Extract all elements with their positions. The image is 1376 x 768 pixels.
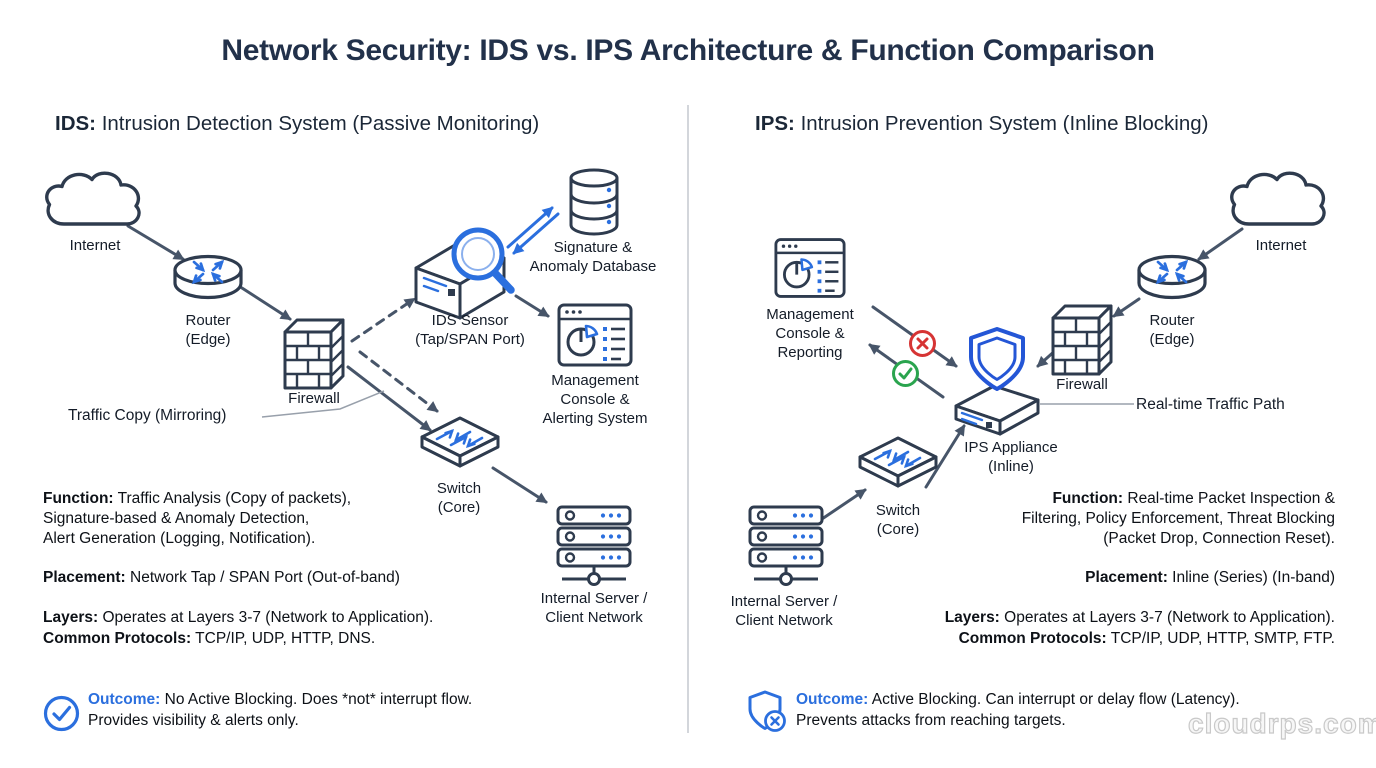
ips-heading: IPS: Intrusion Prevention System (Inline…	[755, 112, 1208, 136]
ips-firewall-icon	[1051, 302, 1113, 378]
ids-server-icon	[556, 505, 632, 589]
ids-heading-text: Intrusion Detection System (Passive Moni…	[96, 112, 540, 135]
ids-switch-label: Switch(Core)	[436, 480, 482, 516]
ids-sensor-label: IDS Sensor(Tap/SPAN Port)	[415, 312, 525, 348]
ips-function-line1: Function: Real-time Packet Inspection &	[1052, 490, 1335, 507]
ids-server-label: Internal Server /Client Network	[540, 590, 648, 626]
ids-internet-label: Internet	[69, 237, 121, 254]
ips-appliance-icon	[952, 376, 1042, 436]
ips-switch-label: Switch(Core)	[875, 502, 921, 538]
ids-console-icon	[557, 303, 633, 367]
watermark: cloudrps.com	[1187, 707, 1376, 739]
ids-function-line2: Signature-based & Anomaly Detection,	[43, 510, 310, 527]
ips-shield-icon	[966, 326, 1028, 396]
ids-protocols-line: Common Protocols: TCP/IP, UDP, HTTP, DNS…	[43, 630, 376, 647]
ips-realtime-path-label: Real-time Traffic Path	[1136, 396, 1285, 413]
ips-internet-label: Internet	[1255, 237, 1307, 254]
ips-router-label: Router(Edge)	[1149, 312, 1195, 348]
ips-heading-text: Intrusion Prevention System (Inline Bloc…	[794, 112, 1209, 135]
ips-heading-abbr: IPS:	[755, 112, 795, 135]
ips-function-line3: (Packet Drop, Connection Reset).	[1103, 530, 1335, 547]
ids-function-line1: Function: Traffic Analysis (Copy of pack…	[43, 490, 352, 507]
ips-block-x-icon	[908, 329, 937, 358]
ids-heading-abbr: IDS:	[55, 112, 96, 135]
ids-firewall-icon	[283, 316, 345, 392]
ips-outcome-line2: Prevents attacks from reaching targets.	[796, 712, 1066, 729]
ips-function-line2: Filtering, Policy Enforcement, Threat Bl…	[1021, 510, 1335, 527]
ips-appliance-label: IPS Appliance(Inline)	[964, 439, 1058, 475]
ips-layers-line: Layers: Operates at Layers 3-7 (Network …	[944, 609, 1335, 626]
ids-outcome-check-icon	[43, 695, 80, 732]
ids-layers-line: Layers: Operates at Layers 3-7 (Network …	[43, 609, 434, 626]
ips-firewall-label: Firewall	[1056, 376, 1108, 393]
ids-traffic-copy-label: Traffic Copy (Mirroring)	[68, 407, 227, 424]
ids-heading: IDS: Intrusion Detection System (Passive…	[55, 112, 539, 136]
page-title: Network Security: IDS vs. IPS Architectu…	[221, 34, 1155, 67]
ips-console-icon	[774, 236, 846, 300]
ips-internet-cloud-icon	[1228, 166, 1332, 232]
ids-internet-cloud-icon	[43, 166, 147, 232]
ids-router-icon	[172, 254, 244, 308]
ips-outcome-line1: Outcome: Active Blocking. Can interrupt …	[796, 691, 1240, 708]
ids-sensor-icon	[408, 226, 528, 322]
ids-placement-line: Placement: Network Tap / SPAN Port (Out-…	[43, 569, 400, 586]
ips-placement-line: Placement: Inline (Series) (In-band)	[1085, 569, 1335, 586]
ids-switch-icon	[420, 416, 500, 478]
ids-outcome-line2: Provides visibility & alerts only.	[88, 712, 299, 729]
ids-database-label: Signature &Anomaly Database	[529, 239, 657, 275]
ips-outcome-shield-x-icon	[748, 690, 788, 736]
ids-router-label: Router(Edge)	[185, 312, 231, 348]
ids-firewall-label: Firewall	[288, 390, 340, 407]
ids-outcome-line1: Outcome: No Active Blocking. Does *not* …	[88, 691, 473, 708]
ips-allow-check-icon	[891, 359, 920, 388]
ips-server-icon	[748, 505, 824, 589]
panel-divider	[687, 105, 689, 733]
ids-function-line3: Alert Generation (Logging, Notification)…	[43, 530, 316, 547]
ips-server-label: Internal Server /Client Network	[730, 593, 838, 629]
ips-protocols-line: Common Protocols: TCP/IP, UDP, HTTP, SMT…	[958, 630, 1335, 647]
ids-database-icon	[568, 168, 620, 236]
ips-router-icon	[1136, 254, 1208, 308]
ips-switch-icon	[858, 436, 938, 498]
